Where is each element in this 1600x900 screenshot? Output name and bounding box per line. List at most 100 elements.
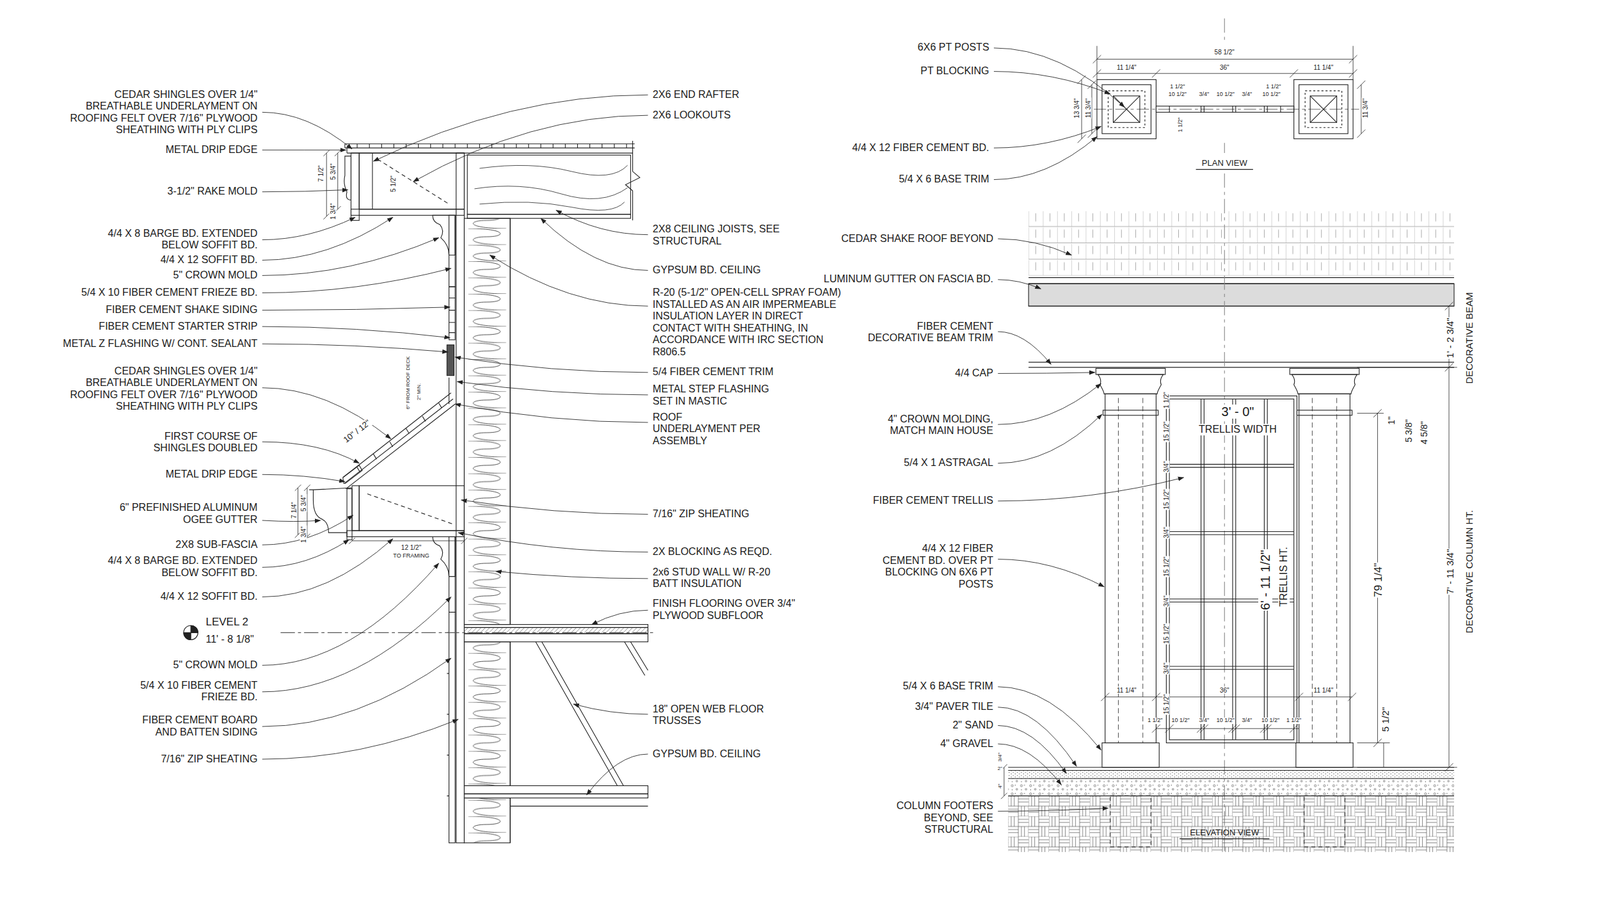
dimension-label: 15 1/2" [1162, 421, 1170, 443]
callout-label: CEDAR SHINGLES OVER 1/4" BREATHABLE UNDE… [58, 88, 259, 137]
leader-line [262, 217, 356, 240]
beam [1028, 305, 1455, 368]
leader-line [455, 403, 648, 423]
dimension-label: 15 1/2" [1162, 555, 1170, 577]
break-line [625, 140, 640, 221]
elevation-view [1000, 18, 1458, 856]
wall-lines [510, 641, 648, 843]
gutter-band [1028, 283, 1455, 306]
title-underline [1196, 168, 1254, 170]
callout-label: PT BLOCKING [919, 65, 990, 78]
callout-label: 2" SAND [951, 719, 994, 732]
post-x [1310, 96, 1337, 123]
leader-line [489, 255, 648, 307]
callout-label: 7/16" ZIP SHEATING [652, 508, 751, 521]
dimension-label: 1' - 2 3/4" [1444, 316, 1456, 359]
dimension-label: DECORATIVE COLUMN HT. [1464, 509, 1476, 634]
dimension-label: 15 1/2" [1162, 488, 1170, 510]
dimension-label: 2" [997, 765, 1003, 772]
first-course [343, 465, 363, 484]
leader-line [997, 279, 1041, 289]
dimension-label: 3/4" [1162, 460, 1170, 473]
dimension-label: 79 1/4" [1372, 561, 1385, 598]
dimension-label: 2" MIN. [416, 382, 423, 401]
callout-label: GYPSUM BD. CEILING [652, 748, 762, 761]
callout-label: 3/4" PAVER TILE [914, 700, 994, 713]
dimension-label: 10" / 12" [341, 417, 374, 446]
callout-label: R-20 (5-1/2" OPEN-CELL SPRAY FOAM) INSTA… [652, 286, 846, 358]
trellis-grid [1169, 398, 1295, 740]
dimension-label: 12 1/2" [400, 543, 422, 551]
column-cap [1095, 368, 1165, 375]
wood-grain [474, 165, 628, 210]
dimension-label: 3/4" [1240, 91, 1253, 98]
callout-label: ROOF UNDERLAYMENT PER ASSEMBLY [652, 411, 766, 448]
callout-label: 2X8 SUB-FASCIA [174, 538, 258, 552]
pt-blocking [1108, 90, 1145, 128]
leader-line [262, 520, 321, 522]
leader-line [556, 209, 648, 235]
leader-line [997, 686, 1101, 751]
callout-label: 5" CROWN MOLD [172, 269, 258, 282]
dimension-label: 3/4" [1162, 662, 1170, 675]
dimension-label: TO FRAMING [392, 552, 430, 560]
leader-line [586, 753, 649, 795]
leader-line [997, 725, 1067, 774]
leader-line [997, 383, 1101, 425]
dimension-label: 7' - 11 3/4" [1444, 548, 1456, 595]
title-underline [1179, 838, 1270, 840]
gypsum-ceiling [467, 214, 631, 219]
dimension-label: 11 1/4" [1313, 686, 1335, 694]
callout-label: 2X6 END RAFTER [652, 88, 740, 102]
callout-label: 4" GRAVEL [939, 737, 994, 751]
fiber-cement-board [1102, 84, 1152, 134]
dimension-label: 1" [1386, 415, 1397, 425]
dimension-label: 3/4" [1240, 717, 1253, 724]
leader-line [993, 71, 1111, 95]
leader-line [997, 331, 1051, 365]
dimension-label: 13 3/4" [1073, 97, 1081, 119]
leader-line [592, 609, 649, 624]
crown-mold [432, 215, 456, 255]
dimension-label: 11 3/4" [1361, 97, 1369, 120]
leader-line [262, 217, 393, 261]
callout-label: FIBER CEMENT BOARD AND BATTEN SIDING [134, 714, 258, 738]
dimension-label: 5 3/4" [328, 162, 336, 181]
callout-label: CEDAR SHAKE ROOF BEYOND [840, 232, 994, 246]
dimension-label: 11 1/4" [1116, 686, 1138, 694]
leader-line [997, 414, 1103, 464]
callout-label: 4/4 X 12 FIBER CEMENT BD. OVER PT BLOCKI… [878, 542, 994, 591]
leader-line [262, 307, 450, 311]
leader-line [262, 563, 440, 665]
leader-line [456, 381, 648, 395]
end-rafter [371, 152, 373, 210]
post-hidden [1312, 398, 1337, 744]
dimension-label: 11 1/4" [1116, 64, 1138, 72]
lookout-diagonal [367, 494, 455, 525]
sub-fascia [352, 485, 360, 531]
dimension-label: 10 1/2" [1171, 717, 1191, 724]
battens [446, 632, 449, 796]
callout-label: 4/4 X 8 BARGE BD. EXTENDED BELOW SOFFIT … [98, 554, 258, 579]
callout-label: 2X8 CEILING JOISTS, SEE STRUCTURAL [652, 223, 784, 248]
level-symbol-fill [183, 625, 198, 640]
dimension-label: 1 1/2" [1285, 717, 1302, 724]
step-flashing [448, 377, 450, 404]
rake-mold [344, 156, 352, 201]
dimension-label: 1 1/2" [1169, 83, 1186, 91]
dimension-label: 11 1/4" [1313, 64, 1335, 72]
post [1112, 96, 1140, 123]
soffit-board [350, 209, 464, 216]
trellis-plan [1155, 106, 1294, 113]
view-title: ELEVATION VIEW [1189, 828, 1260, 838]
callout-label: 5/4 X 6 BASE TRIM [902, 680, 994, 693]
callout-label: 6" PREFINISHED ALUMINUM OGEE GUTTER [108, 501, 258, 526]
stud-face [510, 218, 511, 624]
dimension-lines [1000, 302, 1458, 799]
callout-label: FIBER CEMENT STARTER STRIP [97, 320, 258, 333]
leader-line [262, 387, 392, 440]
trellis-frame [1166, 396, 1297, 744]
callout-label: METAL Z FLASHING W/ CONT. SEALANT [62, 337, 258, 351]
callout-label: METAL DRIP EDGE [165, 468, 259, 481]
dimension-label: 15 1/2" [1162, 622, 1170, 644]
